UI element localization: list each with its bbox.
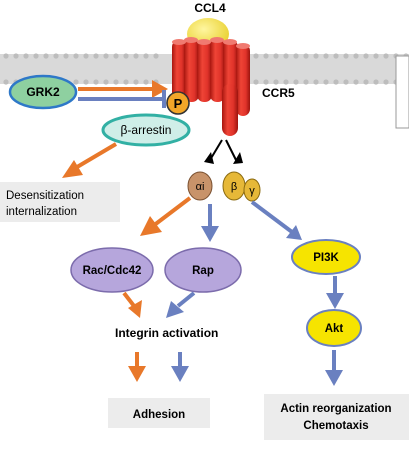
svg-text:αi: αi bbox=[196, 181, 205, 193]
gbeta-to-pi3k-arrow bbox=[250, 200, 302, 240]
galpha-to-rap-arrow bbox=[201, 204, 219, 242]
rac-to-integrin-arrow bbox=[122, 291, 142, 318]
arrestin-to-desensitization-arrow bbox=[62, 142, 118, 178]
svg-text:Desensitization: Desensitization bbox=[6, 190, 84, 202]
receptor-to-gprotein-arrows bbox=[204, 139, 243, 164]
g-alpha-subunit: αi bbox=[187, 171, 213, 201]
rac-cdc42-node: Rac/Cdc42 bbox=[70, 247, 154, 293]
pi3k-to-akt-arrow bbox=[326, 276, 344, 309]
pi3k-node: PI3K bbox=[291, 239, 361, 275]
svg-text:internalization: internalization bbox=[6, 206, 77, 218]
beta-arrestin-node: β-arrestin bbox=[101, 113, 191, 147]
ccr5-label: CCR5 bbox=[262, 86, 295, 100]
svg-text:GRK2: GRK2 bbox=[26, 85, 60, 99]
integrin-to-adhesion-arrows bbox=[128, 352, 189, 382]
integrin-activation-label: Integrin activation bbox=[115, 326, 218, 340]
svg-text:Adhesion: Adhesion bbox=[133, 409, 185, 421]
g-beta-gamma-subunit: β γ bbox=[222, 171, 261, 202]
akt-to-actin-arrow bbox=[325, 350, 343, 386]
akt-node: Akt bbox=[306, 309, 362, 347]
svg-text:Actin reorganization: Actin reorganization bbox=[280, 403, 391, 415]
rap-to-integrin-arrow bbox=[166, 291, 196, 318]
rap-node: Rap bbox=[164, 247, 242, 293]
svg-text:β-arrestin: β-arrestin bbox=[121, 123, 172, 137]
galpha-to-rac-arrow bbox=[140, 196, 192, 236]
svg-text:PI3K: PI3K bbox=[313, 252, 339, 264]
actin-chemotaxis-box: Actin reorganization Chemotaxis bbox=[264, 394, 409, 440]
phosphate-badge: P bbox=[166, 91, 190, 115]
svg-text:β: β bbox=[231, 181, 237, 193]
svg-text:P: P bbox=[174, 96, 183, 111]
desensitization-box: Desensitization internalization bbox=[0, 182, 120, 222]
grk2-to-receptor-arrows bbox=[78, 80, 168, 108]
ccr5-receptor bbox=[172, 37, 250, 136]
grk2-node: GRK2 bbox=[8, 74, 78, 110]
svg-text:Rac/Cdc42: Rac/Cdc42 bbox=[83, 265, 142, 277]
svg-text:Chemotaxis: Chemotaxis bbox=[303, 420, 368, 432]
svg-text:Rap: Rap bbox=[192, 265, 214, 277]
svg-text:γ: γ bbox=[249, 185, 255, 197]
ccl4-label: CCL4 bbox=[194, 1, 226, 15]
adhesion-box: Adhesion bbox=[108, 398, 210, 428]
svg-text:Akt: Akt bbox=[325, 323, 344, 335]
